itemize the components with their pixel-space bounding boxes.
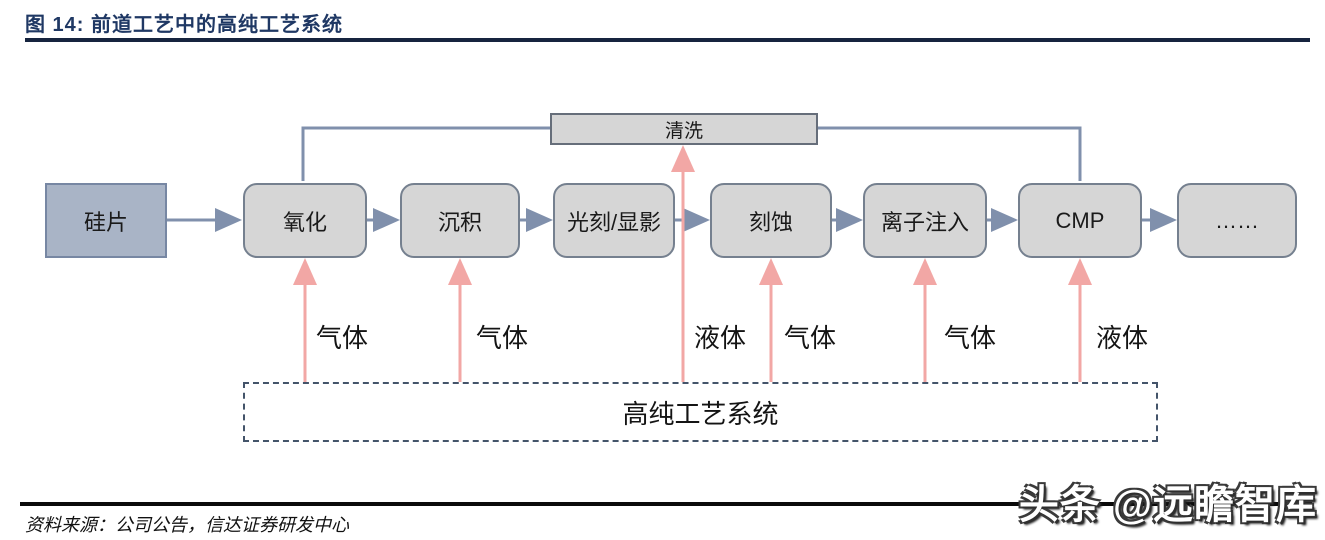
node-lithography-development: 光刻/显影 bbox=[553, 183, 675, 258]
supply-label-liquid-clean: 液体 bbox=[694, 323, 747, 353]
node-silicon-wafer: 硅片 bbox=[45, 183, 167, 258]
supply-label-gas-deposition: 气体 bbox=[476, 323, 529, 353]
supply-label-liquid-cmp: 液体 bbox=[1096, 323, 1149, 353]
supply-label-gas-etching: 气体 bbox=[784, 323, 837, 353]
supply-label-gas-implantation: 气体 bbox=[944, 323, 997, 353]
figure-title: 图 14: 前道工艺中的高纯工艺系统 bbox=[25, 14, 344, 36]
title-divider bbox=[25, 38, 1310, 42]
connector-clean-to-cmp bbox=[818, 126, 1082, 181]
node-oxidation: 氧化 bbox=[243, 183, 367, 258]
node-deposition: 沉积 bbox=[400, 183, 520, 258]
system-box-high-purity: 高纯工艺系统 bbox=[243, 382, 1158, 442]
node-ion-implantation: 离子注入 bbox=[863, 183, 987, 258]
node-etching: 刻蚀 bbox=[710, 183, 832, 258]
footer-divider bbox=[20, 502, 1312, 506]
supply-label-gas-oxidation: 气体 bbox=[316, 323, 369, 353]
node-ellipsis: …… bbox=[1177, 183, 1297, 258]
node-cmp: CMP bbox=[1018, 183, 1142, 258]
connector-clean-to-oxidation bbox=[301, 126, 550, 181]
source-note: 资料来源：公司公告，信达证券研发中心 bbox=[25, 515, 349, 535]
watermark-text: 头条 @远瞻智库 bbox=[1018, 483, 1317, 527]
node-clean: 清洗 bbox=[550, 113, 818, 145]
